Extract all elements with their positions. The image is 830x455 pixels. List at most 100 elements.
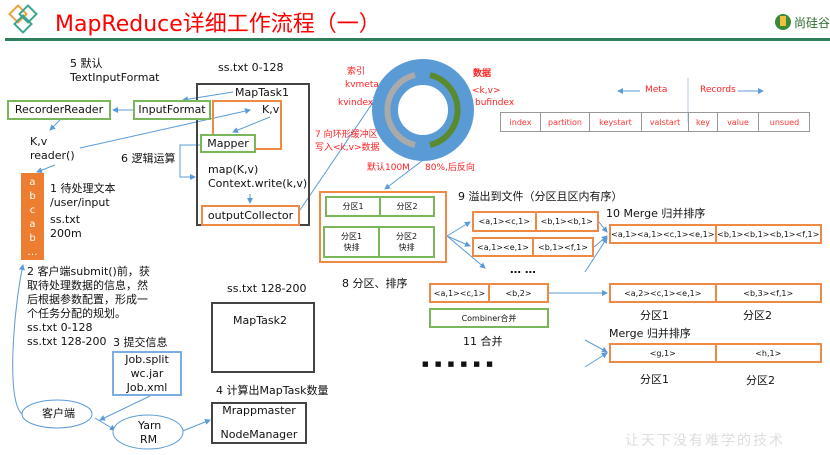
kv-data-label: <k,v> [472,86,501,96]
result-file-1: <a,2><c,1><e,1> <b,3><f,1> [609,283,822,303]
step2-text: 2 客户端submit()前，获取待处理数据的信息，然后根据参数配置，形成一个任… [27,265,150,349]
merge-cell: <b,1><b,1><b,1><f,1> [714,226,821,242]
step4-label: 4 计算出MapTask数量 [216,384,329,397]
result-partition-1: 分区1 [640,309,669,322]
ring-buffer [372,59,474,161]
meta-cell: value [718,113,759,131]
reverse-threshold: 80%,后反向 [425,163,475,173]
kvindex-label: kvindex [338,98,374,108]
result-partition-2: 分区2 [743,309,772,322]
mapper-box: Mapper [200,134,256,153]
step9-label: 9 溢出到文件（分区且区内有序） [458,190,623,203]
merged-file-1: <a,1><a,1><c,1><e,1><b,1><b,1><b,1><f,1> [609,224,822,244]
step8-label: 8 分区、排序 [342,277,408,290]
step1-file: ss.txt [50,213,81,226]
combine-cell: <a,1><c,1> [433,288,486,298]
default-size: 默认100M [367,163,410,173]
header-rule [5,38,830,41]
letter: a [29,177,36,188]
merge-cell: <g,1> [649,348,676,358]
rm-label: RM [140,433,158,446]
meta-cell: key [689,113,718,131]
records-label: Records [700,85,736,95]
client-ellipse [21,399,93,429]
letter: b [29,191,36,202]
result-cell: <b,3><f,1> [714,285,821,301]
combine-pair: <a,1><c,1><b,2> [429,283,549,303]
more-spills: … … [510,263,536,276]
combine-cell: <b,2> [488,285,547,301]
letter: … [27,247,38,258]
maptask2-split: ss.txt 128-200 [227,282,307,295]
merged-file-2: <g,1> <h,1> [609,343,822,363]
meta-cell: valstart [642,113,689,131]
context-write: Context.write(k,v) [208,177,308,190]
data-label: 数据 [473,69,492,79]
page-title: MapReduce详细工作流程（一） [55,12,381,37]
step10-label: 10 Merge 归并排序 [606,207,706,220]
more-maptasks-dots: ■ ■ ■ ■ ■ ■ [422,360,495,368]
merge-cell: <a,1><a,1><c,1><e,1> [611,229,715,239]
merge2-label: Merge 归并排序 [609,327,691,340]
spill-cell: <b,1><f,1> [532,239,592,255]
yarn-cloud [112,414,184,450]
sort-buffer-box [319,191,447,263]
reader-kv: K,v [30,135,48,148]
step7-line1: 7 向环形缓冲区 [315,130,378,140]
meta-cell: partition [541,113,590,131]
meta-cell: keystart [590,113,642,131]
step2-line: ss.txt 128-200 [27,335,107,348]
maptask1-title: MapTask1 [235,86,289,99]
maptask2-title: MapTask2 [233,314,287,327]
node-manager: NodeManager [220,428,298,441]
step2-line: 个任务分配的规划。 [27,307,126,320]
bufindex-label: bufindex [475,98,515,108]
step11-label: 11 合并 [463,335,503,348]
letter: a [29,219,36,230]
step1-size: 200m [50,227,82,240]
job-xml: Job.xml [126,380,168,394]
meta-cell: unsued [769,117,800,127]
partition-2: 分区2 [379,198,433,215]
letter: b [29,233,36,244]
step1-label: 1 待处理文本 [50,182,116,195]
step5-label: 5 默认 [70,57,103,70]
data-arrow-icon [429,72,461,148]
kvmeta-label: kvmeta [345,80,379,90]
mrappmaster: Mrappmaster [222,404,296,417]
recorder-reader-box: RecorderReader [7,100,111,120]
input-format-box: InputFormat [133,100,211,120]
step3-label: 3 提交信息 [113,336,168,349]
step2-line: ss.txt 0-128 [27,321,93,334]
partition-1: 分区1 [342,202,364,211]
merge-cell: <h,1> [714,345,821,361]
step6-label: 6 逻辑运算 [121,152,176,165]
kv-label: K,v [262,103,280,116]
spill-file-2: <a,1><e,1><b,1><f,1> [472,237,594,257]
watermark: 让天下没有难学的技术 [625,433,785,449]
result-cell: <a,2><c,1><e,1> [624,288,702,298]
meta-label: Meta [645,85,668,95]
step7-line2: 写入<k,v>数据 [315,143,380,153]
step1-path: /user/input [50,196,110,209]
output-collector-box: outputCollector [201,205,300,226]
brand-name: 尚硅谷 [794,16,830,30]
step5-format: TextInputFormat [70,71,160,84]
maptask1-split: ss.txt 0-128 [218,61,284,74]
letter: c [29,205,36,216]
wc-jar: wc.jar [130,366,164,380]
meta-cell: index [501,113,541,131]
yarn-label: Yarn [138,419,162,432]
meta-table: index partition keystart valstart key va… [500,112,810,132]
combiner-box: Combiner合并 [429,308,549,328]
merge2-partition-2: 分区2 [746,374,775,387]
spill-cell: <a,1><e,1> [477,242,529,252]
